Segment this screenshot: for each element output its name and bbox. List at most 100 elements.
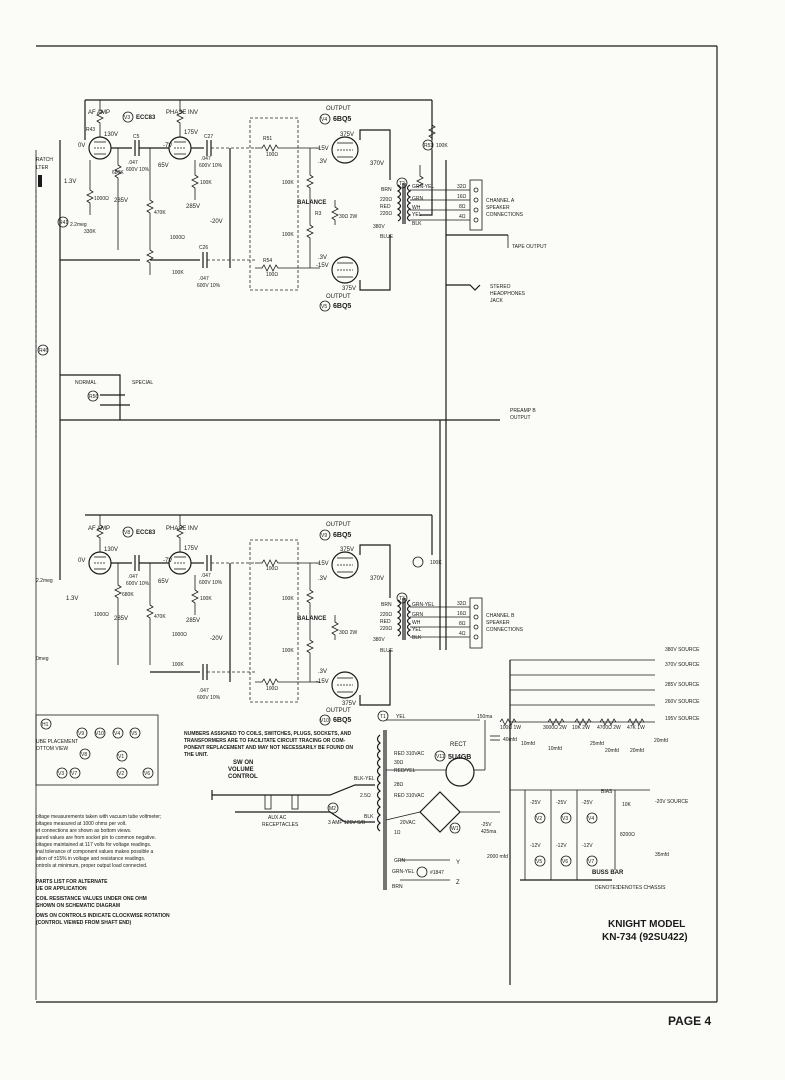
- svg-text:8200Ω: 8200Ω: [620, 832, 635, 838]
- svg-text:100Ω: 100Ω: [266, 686, 278, 692]
- svg-text:RED: RED: [380, 204, 391, 210]
- svg-text:R46: R46: [39, 348, 48, 354]
- svg-text:oltages measured at 1000 ohms: oltages measured at 1000 ohms per volt.: [36, 821, 127, 827]
- svg-text:(CONTROL VIEWED FROM SHAFT END: (CONTROL VIEWED FROM SHAFT END): [36, 920, 132, 926]
- svg-text:sured values are from socket p: sured values are from socket pin to comm…: [36, 835, 156, 841]
- svg-text:SPEAKER: SPEAKER: [486, 620, 510, 626]
- svg-text:32Ω: 32Ω: [457, 601, 467, 607]
- svg-text:NUMBERS ASSIGNED TO COILS, SWI: NUMBERS ASSIGNED TO COILS, SWITCHES, PLU…: [184, 731, 351, 737]
- svg-text:.047: .047: [128, 160, 138, 166]
- svg-text:600V 10%: 600V 10%: [126, 581, 150, 587]
- svg-text:Z: Z: [456, 880, 460, 886]
- svg-text:220Ω: 220Ω: [380, 626, 392, 632]
- svg-text:V2: V2: [118, 771, 124, 777]
- svg-text:SW ON: SW ON: [233, 760, 253, 766]
- svg-text:#1847: #1847: [430, 870, 444, 876]
- svg-text:T2: T2: [399, 181, 405, 187]
- svg-text:680K: 680K: [112, 170, 124, 176]
- svg-text:.047: .047: [201, 156, 211, 162]
- svg-text:RED: RED: [380, 619, 391, 625]
- svg-text:.047: .047: [128, 574, 138, 580]
- svg-text:R53: R53: [424, 143, 433, 149]
- svg-text:10mfd: 10mfd: [548, 746, 562, 752]
- svg-text:PREAMP B: PREAMP B: [510, 408, 536, 414]
- svg-text:2.5Ω: 2.5Ω: [360, 793, 371, 799]
- svg-text:-15V: -15V: [316, 561, 329, 567]
- svg-text:VOLUME: VOLUME: [228, 767, 254, 773]
- balance-label-a: BALANCE: [297, 200, 326, 206]
- svg-text:OTTOM VIEW: OTTOM VIEW: [36, 746, 68, 752]
- svg-text:COIL RESISTANCE VALUES UNDER O: COIL RESISTANCE VALUES UNDER ONE OHM: [36, 896, 147, 902]
- svg-text:ation of ±15% in voltage and r: ation of ±15% in voltage and resistance …: [36, 856, 145, 862]
- svg-text:V1: V1: [118, 754, 124, 760]
- svg-text:BLK: BLK: [364, 814, 374, 820]
- svg-text:100K: 100K: [200, 180, 212, 186]
- svg-text:20mfd: 20mfd: [654, 738, 668, 744]
- svg-text:380V: 380V: [373, 224, 385, 230]
- svg-text:TAPE OUTPUT: TAPE OUTPUT: [512, 244, 547, 250]
- svg-text:175V: 175V: [184, 546, 198, 552]
- svg-text:OUTPUT: OUTPUT: [510, 415, 531, 421]
- svg-text:V7: V7: [588, 859, 594, 865]
- svg-text:680K: 680K: [122, 592, 134, 598]
- svg-text:8Ω: 8Ω: [459, 621, 466, 627]
- tube-6bq5-label-v5: 6BQ5: [333, 303, 351, 310]
- svg-text:V3: V3: [562, 816, 568, 822]
- svg-text:RECT: RECT: [450, 742, 467, 748]
- svg-text:YEL: YEL: [396, 714, 406, 720]
- svg-text:1.3V: 1.3V: [64, 179, 76, 185]
- svg-text:ontrols at minimum, proper out: ontrols at minimum, proper output load c…: [36, 863, 147, 869]
- svg-text:375V: 375V: [342, 286, 356, 292]
- svg-text:BALANCE: BALANCE: [297, 616, 326, 622]
- svg-text:GRN: GRN: [412, 196, 424, 202]
- svg-text:-7V: -7V: [163, 143, 172, 149]
- svg-text:380V SOURCE: 380V SOURCE: [665, 647, 700, 653]
- svg-text:V10: V10: [95, 731, 104, 737]
- svg-text:PONENT REPLACEMENT AND MAY NOT: PONENT REPLACEMENT AND MAY NOT NECESSARI…: [184, 745, 353, 751]
- model-line-2: KN-734 (92SU422): [602, 932, 688, 943]
- rectifier-tube-v11: [445, 757, 475, 787]
- svg-text:RED 310VAC: RED 310VAC: [394, 751, 425, 757]
- svg-text:CONNECTIONS: CONNECTIONS: [486, 627, 524, 633]
- svg-text:2.2meg: 2.2meg: [36, 578, 53, 584]
- svg-text:470K: 470K: [154, 210, 166, 216]
- svg-text:V11: V11: [436, 754, 445, 760]
- notes-section: NUMBERS ASSIGNED TO COILS, SWITCHES, PLU…: [35, 714, 353, 926]
- svg-text:AUX AC: AUX AC: [268, 815, 287, 821]
- svg-text:H1: H1: [42, 722, 49, 728]
- svg-text:BLUE: BLUE: [380, 648, 394, 654]
- svg-text:R43: R43: [86, 127, 95, 133]
- svg-text:16Ω: 16Ω: [457, 611, 467, 617]
- svg-text:V2: V2: [536, 816, 542, 822]
- svg-text:-7V: -7V: [163, 558, 172, 564]
- tube-v10-envelope: [331, 671, 359, 699]
- svg-text:30Ω: 30Ω: [394, 760, 404, 766]
- svg-text:100K: 100K: [282, 648, 294, 654]
- svg-text:285V: 285V: [114, 198, 128, 204]
- svg-text:SPEAKER: SPEAKER: [486, 205, 510, 211]
- svg-text:-12V: -12V: [530, 843, 541, 849]
- svg-text:.3V: .3V: [318, 255, 327, 261]
- svg-text:-25V: -25V: [582, 800, 593, 806]
- svg-text:CHANNEL A: CHANNEL A: [486, 198, 515, 204]
- svg-text:100Ω: 100Ω: [266, 272, 278, 278]
- svg-text:UBE PLACEMENT: UBE PLACEMENT: [36, 739, 78, 745]
- tube-v5-ref: V5: [321, 304, 327, 310]
- svg-text:30Ω 2W: 30Ω 2W: [339, 214, 357, 220]
- svg-text:6BQ5: 6BQ5: [333, 717, 351, 724]
- output-transformer-t3: T3: [396, 592, 412, 640]
- svg-text:100K: 100K: [282, 596, 294, 602]
- svg-text:R51: R51: [263, 136, 272, 142]
- svg-text:65V: 65V: [158, 163, 169, 169]
- svg-text:30Ω 2W: 30Ω 2W: [339, 630, 357, 636]
- svg-text:3000Ω 2W: 3000Ω 2W: [543, 725, 567, 731]
- svg-text:C26: C26: [199, 245, 208, 251]
- svg-text:CONNECTIONS: CONNECTIONS: [486, 212, 524, 218]
- aux-ac-receptacle-1: [264, 794, 272, 810]
- svg-text:175V: 175V: [184, 130, 198, 136]
- svg-text:-15V: -15V: [316, 263, 329, 269]
- svg-text:600V 10%: 600V 10%: [199, 580, 223, 586]
- svg-text:100K: 100K: [282, 180, 294, 186]
- svg-text:100Ω 1W: 100Ω 1W: [500, 725, 521, 731]
- svg-text:GRN-YEL: GRN-YEL: [412, 602, 434, 608]
